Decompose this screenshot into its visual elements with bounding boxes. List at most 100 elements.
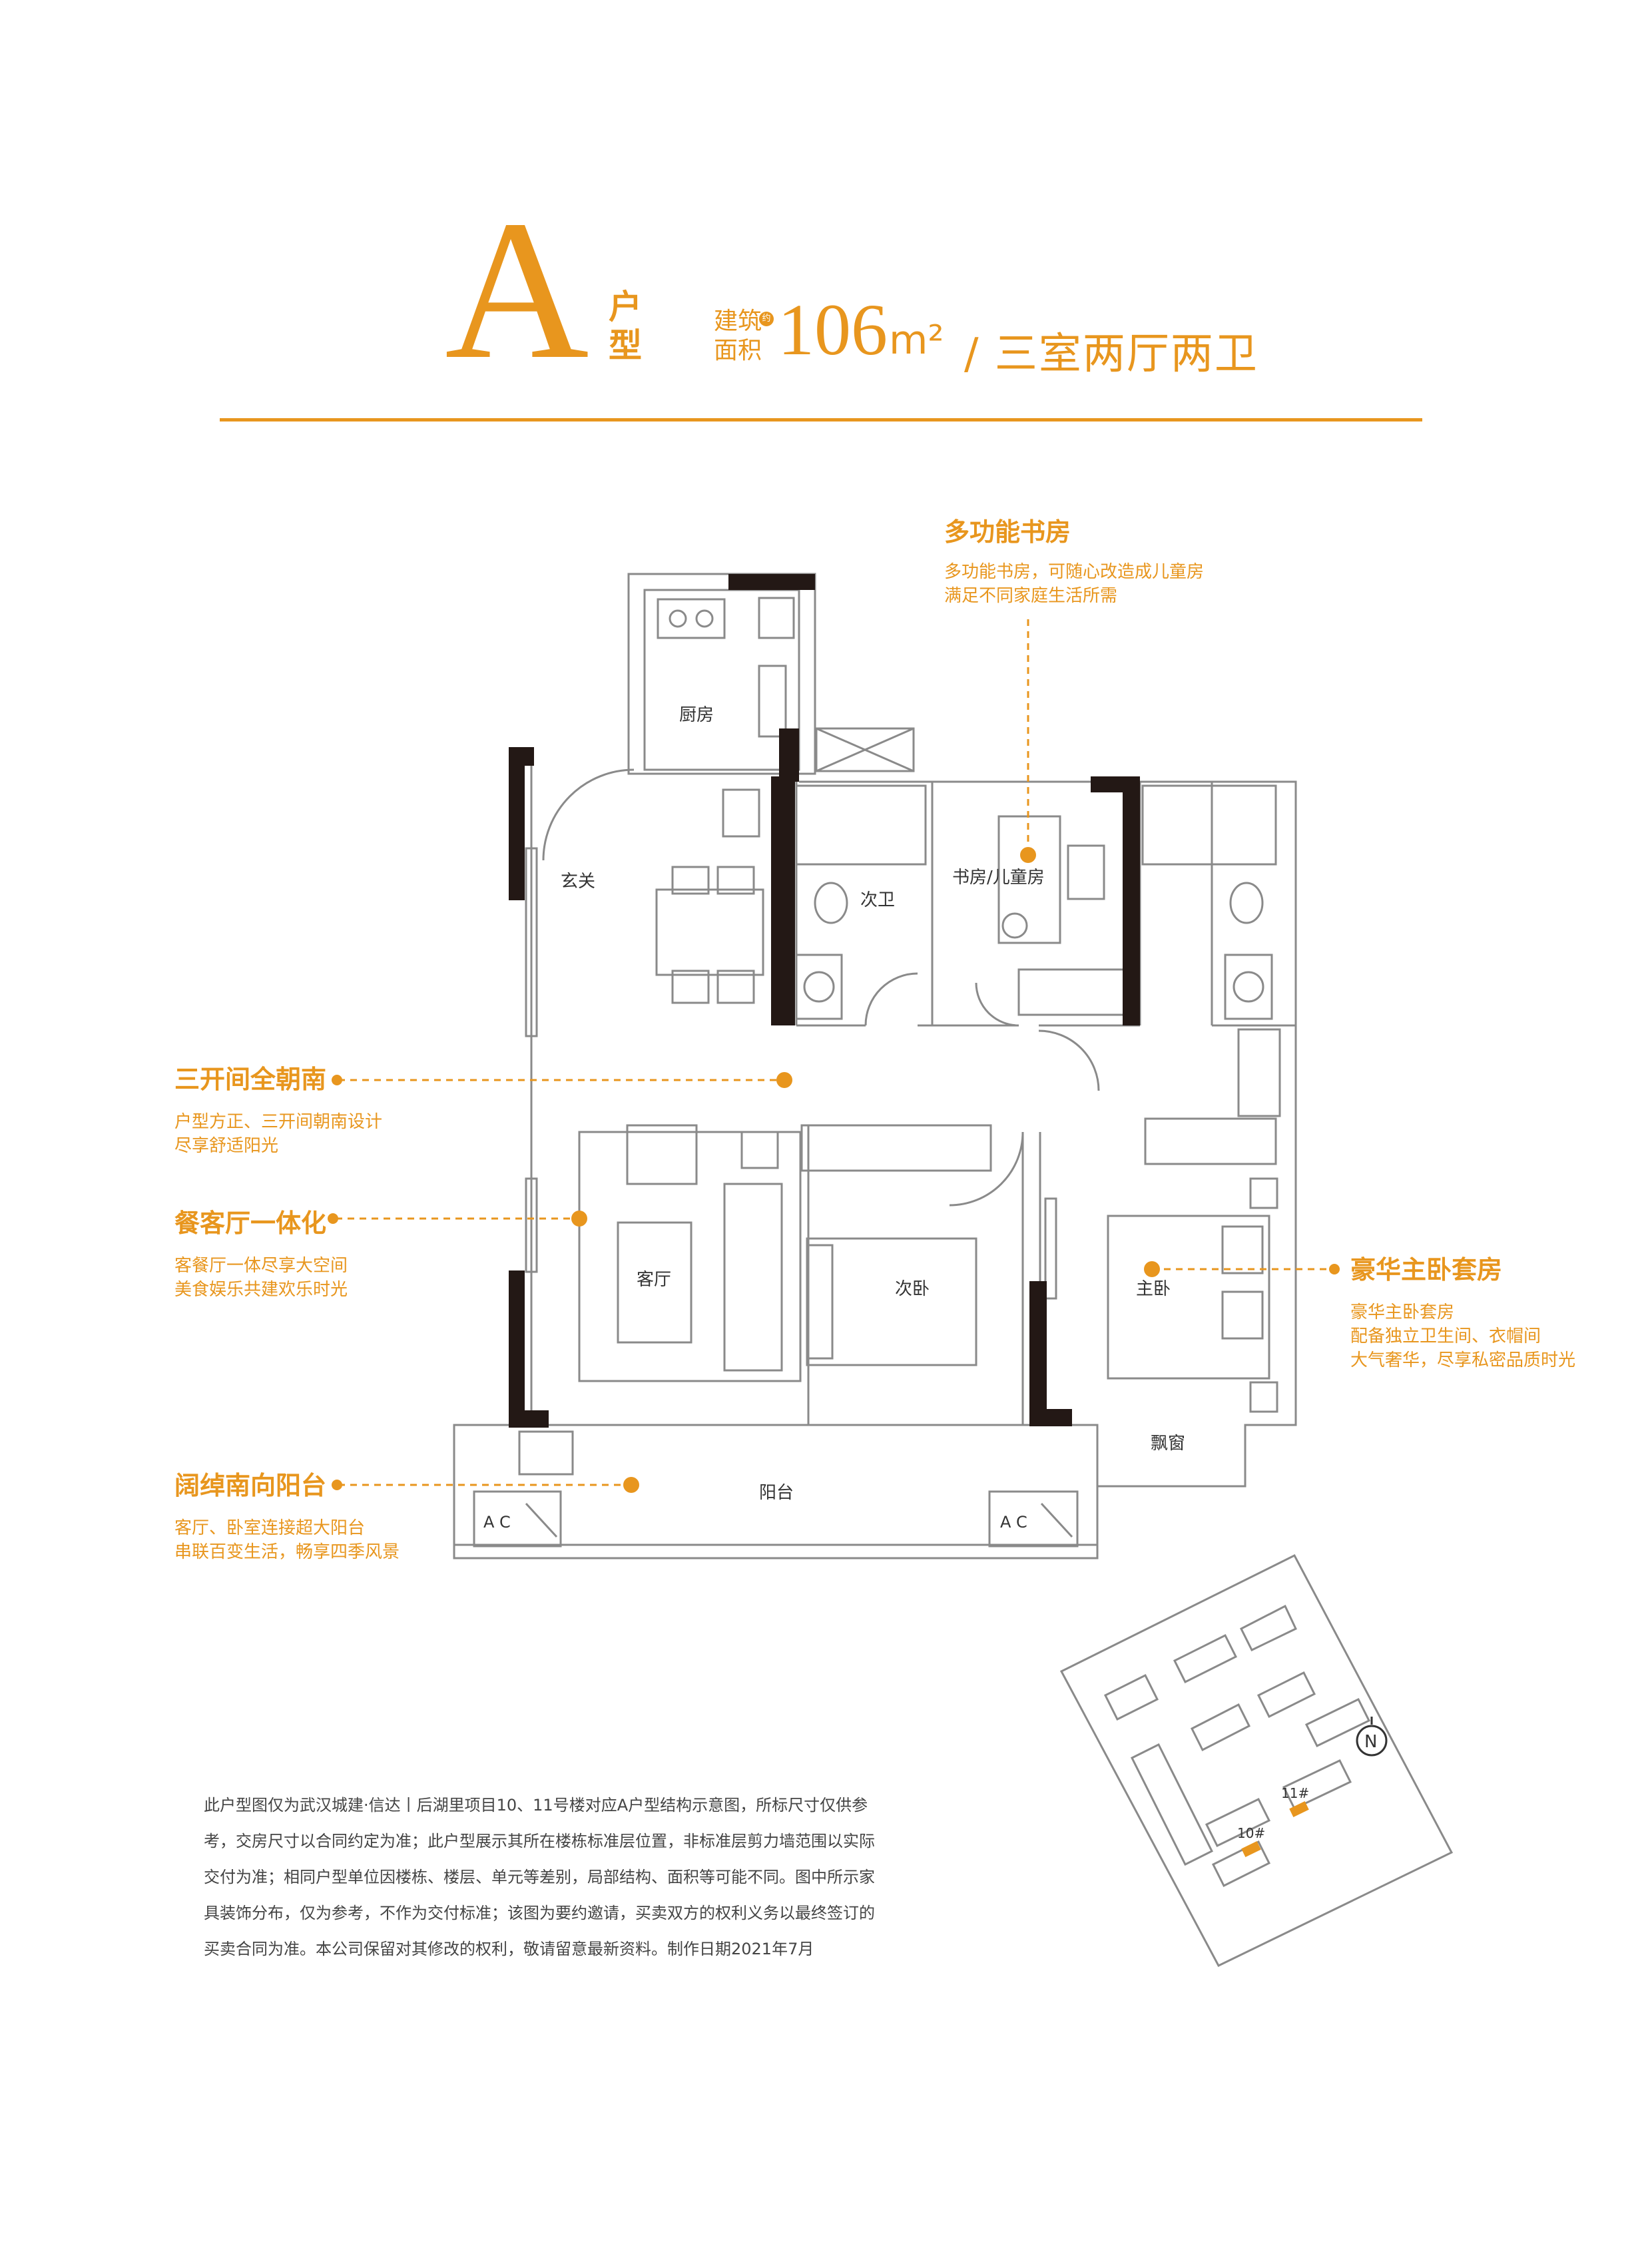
callout-balcony-line-1: 客厅、卧室连接超大阳台 bbox=[174, 1518, 366, 1538]
ac-right-label: A C bbox=[1000, 1513, 1027, 1532]
master-door-swing bbox=[1038, 1029, 1100, 1091]
dot-south bbox=[776, 1072, 792, 1088]
second-bath-door-swing bbox=[864, 972, 918, 1026]
disclaimer-line: 买卖合同为准。本公司保留对其修改的权利，敬请留意最新资料。制作日期2021年7月 bbox=[204, 1940, 814, 1958]
second-bed-wardrobe bbox=[800, 1124, 992, 1172]
armchair bbox=[626, 1124, 698, 1185]
dining-chair bbox=[671, 970, 710, 1004]
duct-shaft bbox=[815, 727, 915, 772]
site-building-11: 11# bbox=[1281, 1785, 1309, 1801]
disclaimer-line: 交付为准；相同户型单位因楼栋、楼层、单元等差别，局部结构、面积等可能不同。图中所… bbox=[204, 1868, 875, 1886]
dot-master-end bbox=[1329, 1264, 1340, 1274]
second-bed-door-swing bbox=[949, 1131, 1024, 1207]
balcony-outline bbox=[453, 1424, 1099, 1559]
area-label-2: 面积 bbox=[714, 337, 762, 364]
callout-balcony: 阔绰南向阳台 客厅、卧室连接超大阳台 串联百变生活，畅享四季风景 bbox=[174, 1465, 400, 1564]
master-nightstand bbox=[1249, 1177, 1278, 1209]
room-label-second-bath: 次卫 bbox=[860, 890, 895, 910]
side-table bbox=[740, 1131, 779, 1169]
coffee-table bbox=[617, 1221, 692, 1344]
room-label-second-bed: 次卧 bbox=[895, 1279, 930, 1299]
second-bath-counter bbox=[795, 784, 927, 866]
living-rug bbox=[578, 1131, 802, 1382]
north-compass-icon bbox=[1356, 1725, 1388, 1757]
master-bath-toilet-icon bbox=[1229, 882, 1264, 924]
room-label-study: 书房/儿童房 bbox=[952, 868, 1045, 888]
master-wardrobe bbox=[1144, 1117, 1277, 1165]
study-door-swing bbox=[975, 982, 1019, 1027]
callout-master: 豪华主卧套房 豪华主卧套房 配备独立卫生间、衣帽间 大气奢华，尽享私密品质时光 bbox=[1350, 1249, 1575, 1372]
dot-study bbox=[1020, 847, 1036, 863]
site-building-10: 10# bbox=[1237, 1825, 1265, 1841]
callout-master-line-3: 大气奢华，尽享私密品质时光 bbox=[1350, 1350, 1576, 1370]
master-closet bbox=[1237, 1028, 1281, 1117]
disclaimer-line: 考，交房尺寸以合同约定为准；此户型展示其所在楼栋标准层位置，非标准层剪力墙范围以… bbox=[204, 1832, 875, 1850]
ac-left-box bbox=[473, 1490, 562, 1547]
dot-living bbox=[571, 1211, 587, 1227]
kitchen-cabinet bbox=[722, 788, 760, 838]
disclaimer: 此户型图仅为武汉城建·信达丨后湖里项目10、11号楼对应A户型结构示意图，所标尺… bbox=[204, 1787, 903, 1967]
callout-south-title: 三开间全朝南 bbox=[174, 1065, 327, 1094]
disclaimer-line: 此户型图仅为武汉城建·信达丨后湖里项目10、11号楼对应A户型结构示意图，所标尺… bbox=[204, 1796, 868, 1815]
room-label-balcony: 阳台 bbox=[759, 1483, 794, 1503]
fridge-icon bbox=[758, 597, 795, 639]
entrance-door-swing bbox=[542, 768, 635, 861]
master-bed bbox=[1107, 1215, 1270, 1380]
header-divider bbox=[220, 418, 1422, 421]
callout-living: 餐客厅一体化 客餐厅一体尽享大空间 美食娱乐共建欢乐时光 bbox=[174, 1203, 348, 1302]
site-highlight-10 bbox=[1241, 1841, 1261, 1857]
shear-walls bbox=[509, 574, 1140, 1428]
area-approx-badge: 约 bbox=[759, 312, 774, 326]
dot-master bbox=[1144, 1261, 1160, 1277]
callout-south-line-1: 户型方正、三开间朝南设计 bbox=[174, 1112, 383, 1132]
second-bath-basin-icon bbox=[803, 971, 835, 1003]
callout-study: 多功能书房 多功能书房，可随心改造成儿童房 满足不同家庭生活所需 bbox=[944, 511, 1204, 608]
balcony-planter bbox=[518, 1430, 574, 1476]
area-label-1: 建筑 bbox=[714, 308, 762, 335]
dot-balcony bbox=[623, 1477, 639, 1493]
callout-master-line-2: 配备独立卫生间、衣帽间 bbox=[1350, 1326, 1541, 1346]
unit-letter: A bbox=[445, 179, 589, 400]
second-bath-toilet-icon bbox=[814, 882, 848, 924]
dining-chair bbox=[716, 970, 755, 1004]
leader-dots bbox=[328, 847, 1340, 1493]
sink-icon bbox=[758, 665, 787, 738]
callout-living-title: 餐客厅一体化 bbox=[174, 1209, 327, 1238]
ac-right-box bbox=[988, 1490, 1079, 1547]
callout-balcony-line-2: 串联百变生活，畅享四季风景 bbox=[174, 1542, 400, 1562]
callout-living-line-1: 客餐厅一体尽享大空间 bbox=[174, 1256, 348, 1276]
callout-living-line-2: 美食娱乐共建欢乐时光 bbox=[174, 1280, 348, 1300]
callout-south-line-2: 尽享舒适阳光 bbox=[174, 1136, 279, 1156]
callout-south: 三开间全朝南 户型方正、三开间朝南设计 尽享舒适阳光 bbox=[174, 1059, 382, 1158]
sofa bbox=[723, 1183, 783, 1372]
master-window-frame bbox=[1044, 1197, 1057, 1300]
room-label-master-bed: 主卧 bbox=[1136, 1279, 1171, 1299]
room-label-kitchen: 厨房 bbox=[679, 705, 714, 725]
study-chair bbox=[1067, 844, 1105, 900]
master-nightstand bbox=[1249, 1381, 1278, 1413]
dining-chair bbox=[716, 866, 755, 895]
site-buildings bbox=[1103, 1604, 1371, 1888]
master-bath-basin bbox=[1224, 954, 1273, 1020]
stove-icon bbox=[657, 598, 726, 639]
layout-description: / 三室两厅两卫 bbox=[964, 330, 1258, 379]
callout-master-title: 豪华主卧套房 bbox=[1350, 1255, 1503, 1284]
second-bed-pillow bbox=[806, 1244, 834, 1360]
plan-outlines bbox=[453, 573, 1297, 1559]
study-desk bbox=[997, 815, 1061, 944]
master-bath-basin-icon bbox=[1233, 971, 1264, 1003]
room-label-entrance: 玄关 bbox=[561, 872, 595, 892]
callout-master-line-1: 豪华主卧套房 bbox=[1350, 1302, 1455, 1322]
living-window-frame bbox=[525, 1177, 538, 1273]
dining-table bbox=[655, 888, 764, 976]
entrance-window-frame bbox=[525, 847, 538, 1037]
area-unit: m² bbox=[889, 317, 944, 364]
study-lamp-icon bbox=[1001, 912, 1028, 939]
ac-left-label: A C bbox=[483, 1513, 511, 1532]
room-label-living: 客厅 bbox=[637, 1270, 671, 1290]
callout-study-title: 多功能书房 bbox=[944, 517, 1071, 547]
unit-word-1: 户 bbox=[609, 288, 642, 326]
unit-word-2: 型 bbox=[609, 326, 642, 365]
kitchen-outline bbox=[627, 573, 816, 775]
master-bed-pillow bbox=[1221, 1225, 1264, 1274]
